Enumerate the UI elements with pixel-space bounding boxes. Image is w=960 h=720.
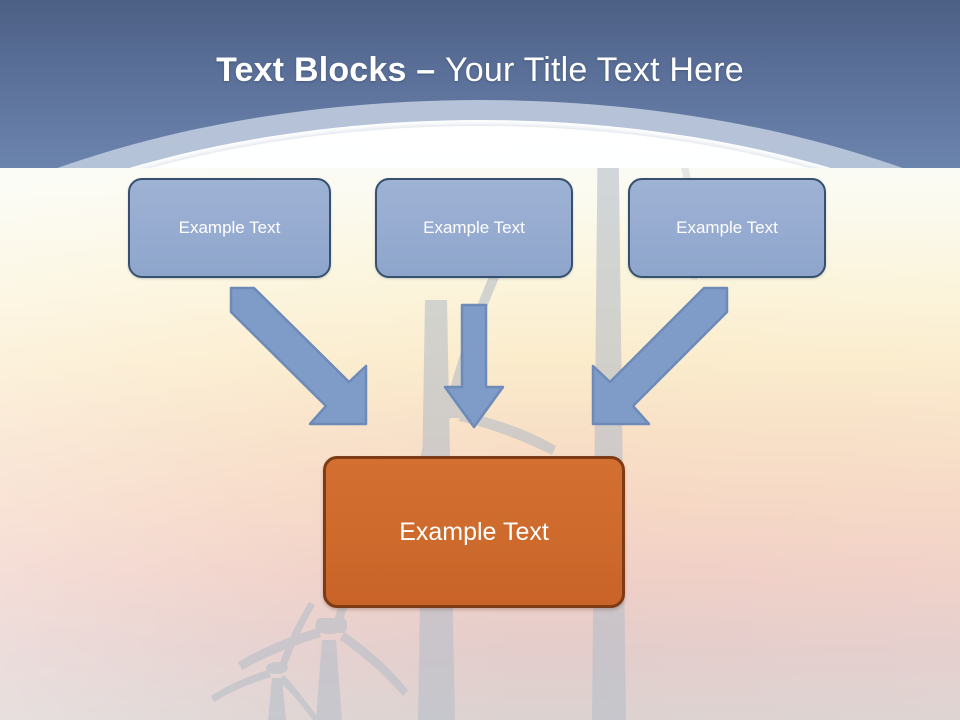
header-band (0, 0, 960, 168)
turbine-blade-small-left (211, 670, 271, 702)
slide-title-bold: Text Blocks (216, 51, 407, 89)
text-block-box-2-label: Example Text (423, 218, 525, 237)
slide-title-separator: – (406, 51, 446, 89)
turbine-tower-mid (316, 640, 342, 720)
turbine-blade-center-right (459, 412, 556, 455)
text-block-result-box-label: Example Text (399, 517, 549, 546)
turbine-hub-small (266, 662, 288, 674)
turbine-tower-small (268, 678, 286, 720)
turbine-blade-mid-right (340, 632, 408, 696)
text-block-box-1[interactable]: Example Text (128, 178, 331, 278)
text-block-box-3-label: Example Text (676, 218, 778, 237)
turbine-tower-right (592, 100, 626, 720)
text-block-box-2[interactable]: Example Text (375, 178, 573, 278)
text-block-box-3[interactable]: Example Text (628, 178, 826, 278)
turbine-blade-mid-left (238, 628, 321, 670)
turbine-blade-small-right (279, 675, 320, 720)
slide-title: Text Blocks – Your Title Text Here (0, 50, 960, 90)
text-block-result-box[interactable]: Example Text (323, 456, 625, 608)
turbine-nacelle-center (425, 398, 467, 418)
turbine-blade-center-up (447, 258, 506, 404)
turbine-blade-small-up (280, 602, 315, 665)
text-block-box-1-label: Example Text (178, 218, 281, 237)
slide-title-light: Your Title Text Here (445, 51, 744, 89)
